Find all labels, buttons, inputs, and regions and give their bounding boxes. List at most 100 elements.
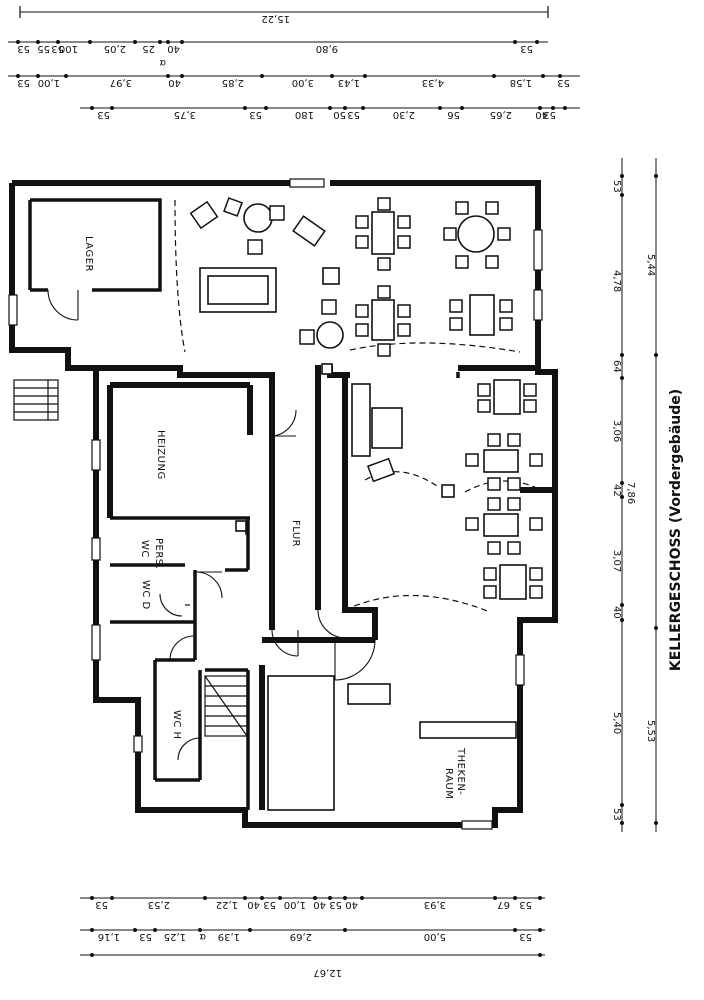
column bbox=[321, 363, 333, 375]
dim-bottom: 53 bbox=[139, 931, 152, 942]
dim-right: 5,40 bbox=[611, 712, 622, 734]
dim-bottom: 53 bbox=[519, 931, 532, 942]
column bbox=[322, 267, 340, 285]
window bbox=[461, 820, 493, 830]
dim-right: 3,06 bbox=[611, 420, 622, 442]
dim-bottom: α bbox=[199, 931, 206, 942]
table bbox=[483, 513, 519, 537]
dim-bottom: 1,00 bbox=[284, 899, 306, 910]
dim-top: 1,00 bbox=[38, 77, 60, 88]
round-table bbox=[316, 321, 344, 349]
room-label-wc-h: WC H bbox=[171, 710, 182, 740]
room-label-lager: LAGER bbox=[83, 236, 94, 272]
dim-top: 9,80 bbox=[316, 43, 338, 54]
dim-bottom: 2,53 bbox=[148, 899, 170, 910]
dim-bottom: 40 bbox=[313, 899, 326, 910]
room-label-heizung: HEIZUNG bbox=[155, 430, 166, 480]
window bbox=[533, 229, 543, 271]
dim-bottom: 5,00 bbox=[424, 931, 446, 942]
room-label-wc-d: WC D bbox=[140, 580, 151, 610]
dim-top: 53 bbox=[17, 43, 30, 54]
dim-top-total: 15,22 bbox=[261, 13, 290, 24]
dim-right: 53 bbox=[611, 808, 622, 821]
dim-right: 5,53 bbox=[645, 720, 656, 742]
table bbox=[499, 564, 527, 600]
dim-right: 7,86 bbox=[625, 482, 636, 504]
window bbox=[91, 624, 101, 661]
dim-right: 4,78 bbox=[611, 270, 622, 292]
doors bbox=[47, 289, 376, 761]
dim-bottom-total: 12,67 bbox=[313, 967, 342, 978]
right-dimension-chains: 53 4,78 64 3,06 42 3,07 40 5,40 53 5,44 … bbox=[611, 158, 658, 832]
shelf bbox=[419, 721, 517, 739]
dim-top: 180 bbox=[295, 109, 314, 120]
window bbox=[289, 178, 325, 188]
dim-top: 2,65 bbox=[490, 109, 512, 120]
dim-bottom: 53 bbox=[95, 899, 108, 910]
inner-stairs bbox=[204, 675, 248, 737]
dim-top: 2,85 bbox=[222, 77, 244, 88]
dim-top: 4,33 bbox=[422, 77, 444, 88]
dim-bottom: 1,22 bbox=[216, 899, 238, 910]
dim-top: 56 bbox=[447, 109, 460, 120]
dim-bottom: 67 bbox=[497, 899, 510, 910]
dim-top: 55 bbox=[37, 43, 50, 54]
dim-top: 3,75 bbox=[174, 109, 196, 120]
dim-top: 53 bbox=[97, 109, 110, 120]
window bbox=[515, 654, 525, 686]
dim-top: 3,00 bbox=[292, 77, 314, 88]
table bbox=[469, 294, 495, 336]
dim-bottom: 53 bbox=[519, 899, 532, 910]
dim-bottom: 40 bbox=[247, 899, 260, 910]
table bbox=[371, 299, 395, 341]
dim-top-marker: α bbox=[159, 57, 166, 68]
dim-right: 40 bbox=[611, 606, 622, 619]
dim-top: 40 bbox=[167, 43, 180, 54]
bottom-dimension-chains: 53 2,53 1,22 40 53 1,00 40 53 40 3,93 53… bbox=[80, 896, 545, 978]
table bbox=[493, 379, 521, 415]
room-label-theken: THEKEN- bbox=[455, 747, 466, 795]
dim-bottom: 1,39 bbox=[218, 931, 240, 942]
furniture bbox=[185, 197, 543, 811]
plan-title: KELLERGESCHOSS (Vordergebäude) bbox=[668, 389, 684, 671]
dim-top: 1,58 bbox=[510, 77, 532, 88]
table bbox=[371, 211, 395, 255]
bench bbox=[351, 383, 371, 457]
dim-right: 3,07 bbox=[611, 550, 622, 572]
top-dimension-chains: 15,22 53 55 53 100 2,05 25 40 9,80 53 α … bbox=[8, 6, 580, 120]
round-table bbox=[457, 215, 495, 253]
dim-top: 53 bbox=[51, 43, 64, 54]
column bbox=[441, 484, 455, 498]
window bbox=[91, 439, 101, 471]
dim-right: 5,44 bbox=[645, 254, 656, 276]
dim-top: 53 bbox=[557, 77, 570, 88]
room-labels: LAGER HEIZUNG FLUR WC PERS. WC D WC H TH… bbox=[83, 236, 466, 799]
window bbox=[533, 289, 543, 321]
dim-top: 40 bbox=[535, 109, 548, 120]
sofa bbox=[371, 407, 403, 449]
dim-top: 53 bbox=[347, 109, 360, 120]
dim-bottom: 53 bbox=[329, 899, 342, 910]
room-label-wc-pers: PERS. bbox=[153, 538, 164, 569]
dim-right: 53 bbox=[611, 180, 622, 193]
counter-room bbox=[267, 675, 335, 811]
dim-top: 100 bbox=[59, 43, 78, 54]
passage-arcs bbox=[174, 199, 546, 613]
window bbox=[91, 537, 101, 561]
round-table bbox=[243, 203, 273, 233]
dim-top: 40 bbox=[168, 77, 181, 88]
dim-top: 1,43 bbox=[338, 77, 360, 88]
dim-right: 64 bbox=[611, 360, 622, 373]
dim-bottom: 3,93 bbox=[424, 899, 446, 910]
dim-top: 53 bbox=[543, 109, 556, 120]
room-label-theken: RAUM bbox=[443, 768, 454, 799]
window bbox=[133, 735, 143, 753]
dim-top: 3,97 bbox=[110, 77, 132, 88]
room-label-flur: FLUR bbox=[290, 520, 301, 547]
dim-top: 53 bbox=[17, 77, 30, 88]
dim-bottom: 40 bbox=[345, 899, 358, 910]
room-label-wc-pers: WC bbox=[139, 540, 150, 558]
dim-bottom: 1,25 bbox=[164, 931, 186, 942]
bar-counter bbox=[347, 683, 391, 705]
dim-top: 2,30 bbox=[393, 109, 415, 120]
